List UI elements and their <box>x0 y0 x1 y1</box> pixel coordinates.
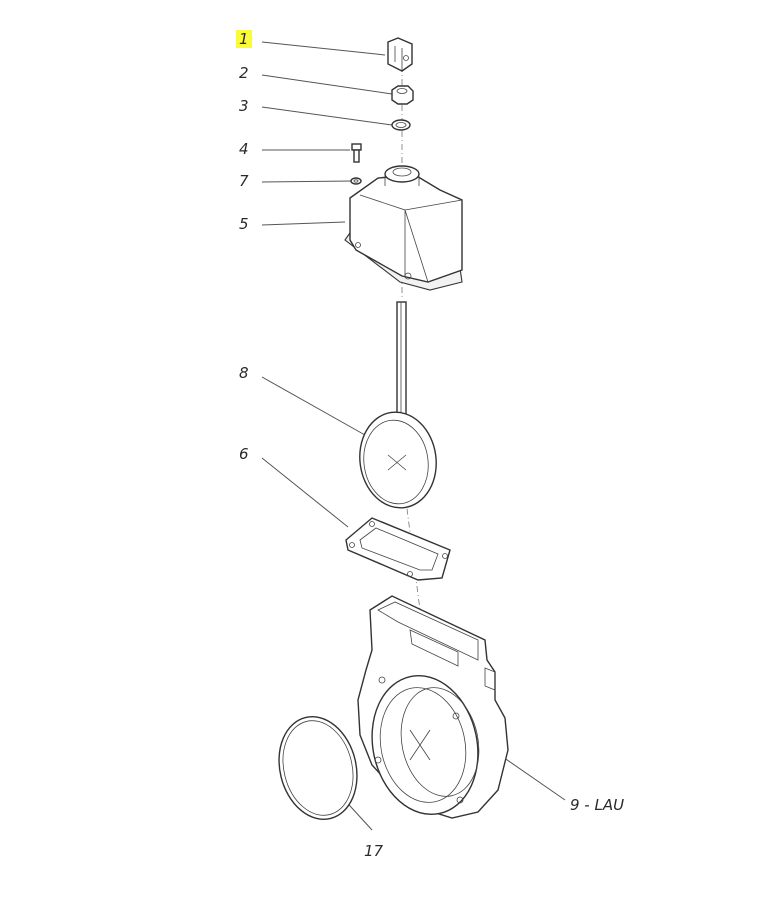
label-part-1: 1 <box>236 30 252 48</box>
part-1-clevis <box>387 37 413 72</box>
part-4-screw <box>351 143 362 163</box>
part-9-valve-body <box>357 595 509 819</box>
label-part-17: 17 <box>364 842 384 860</box>
label-part-5: 5 <box>239 215 249 233</box>
part-5-housing <box>344 165 463 291</box>
label-part-6: 6 <box>239 445 249 463</box>
label-part-9: 9 - LAU <box>570 796 625 814</box>
part-7-washer <box>350 177 362 185</box>
label-part-8: 8 <box>239 364 249 382</box>
label-part-7: 7 <box>239 172 249 190</box>
part-2-nut <box>391 85 414 105</box>
label-part-2: 2 <box>239 64 249 82</box>
part-6-gasket <box>345 517 451 581</box>
part-3-washer <box>391 119 411 131</box>
label-part-4: 4 <box>239 140 249 158</box>
part-17-o-ring <box>278 716 358 820</box>
leader-lines <box>261 41 566 831</box>
label-part-3: 3 <box>239 97 249 115</box>
part-8-gate <box>359 301 437 509</box>
